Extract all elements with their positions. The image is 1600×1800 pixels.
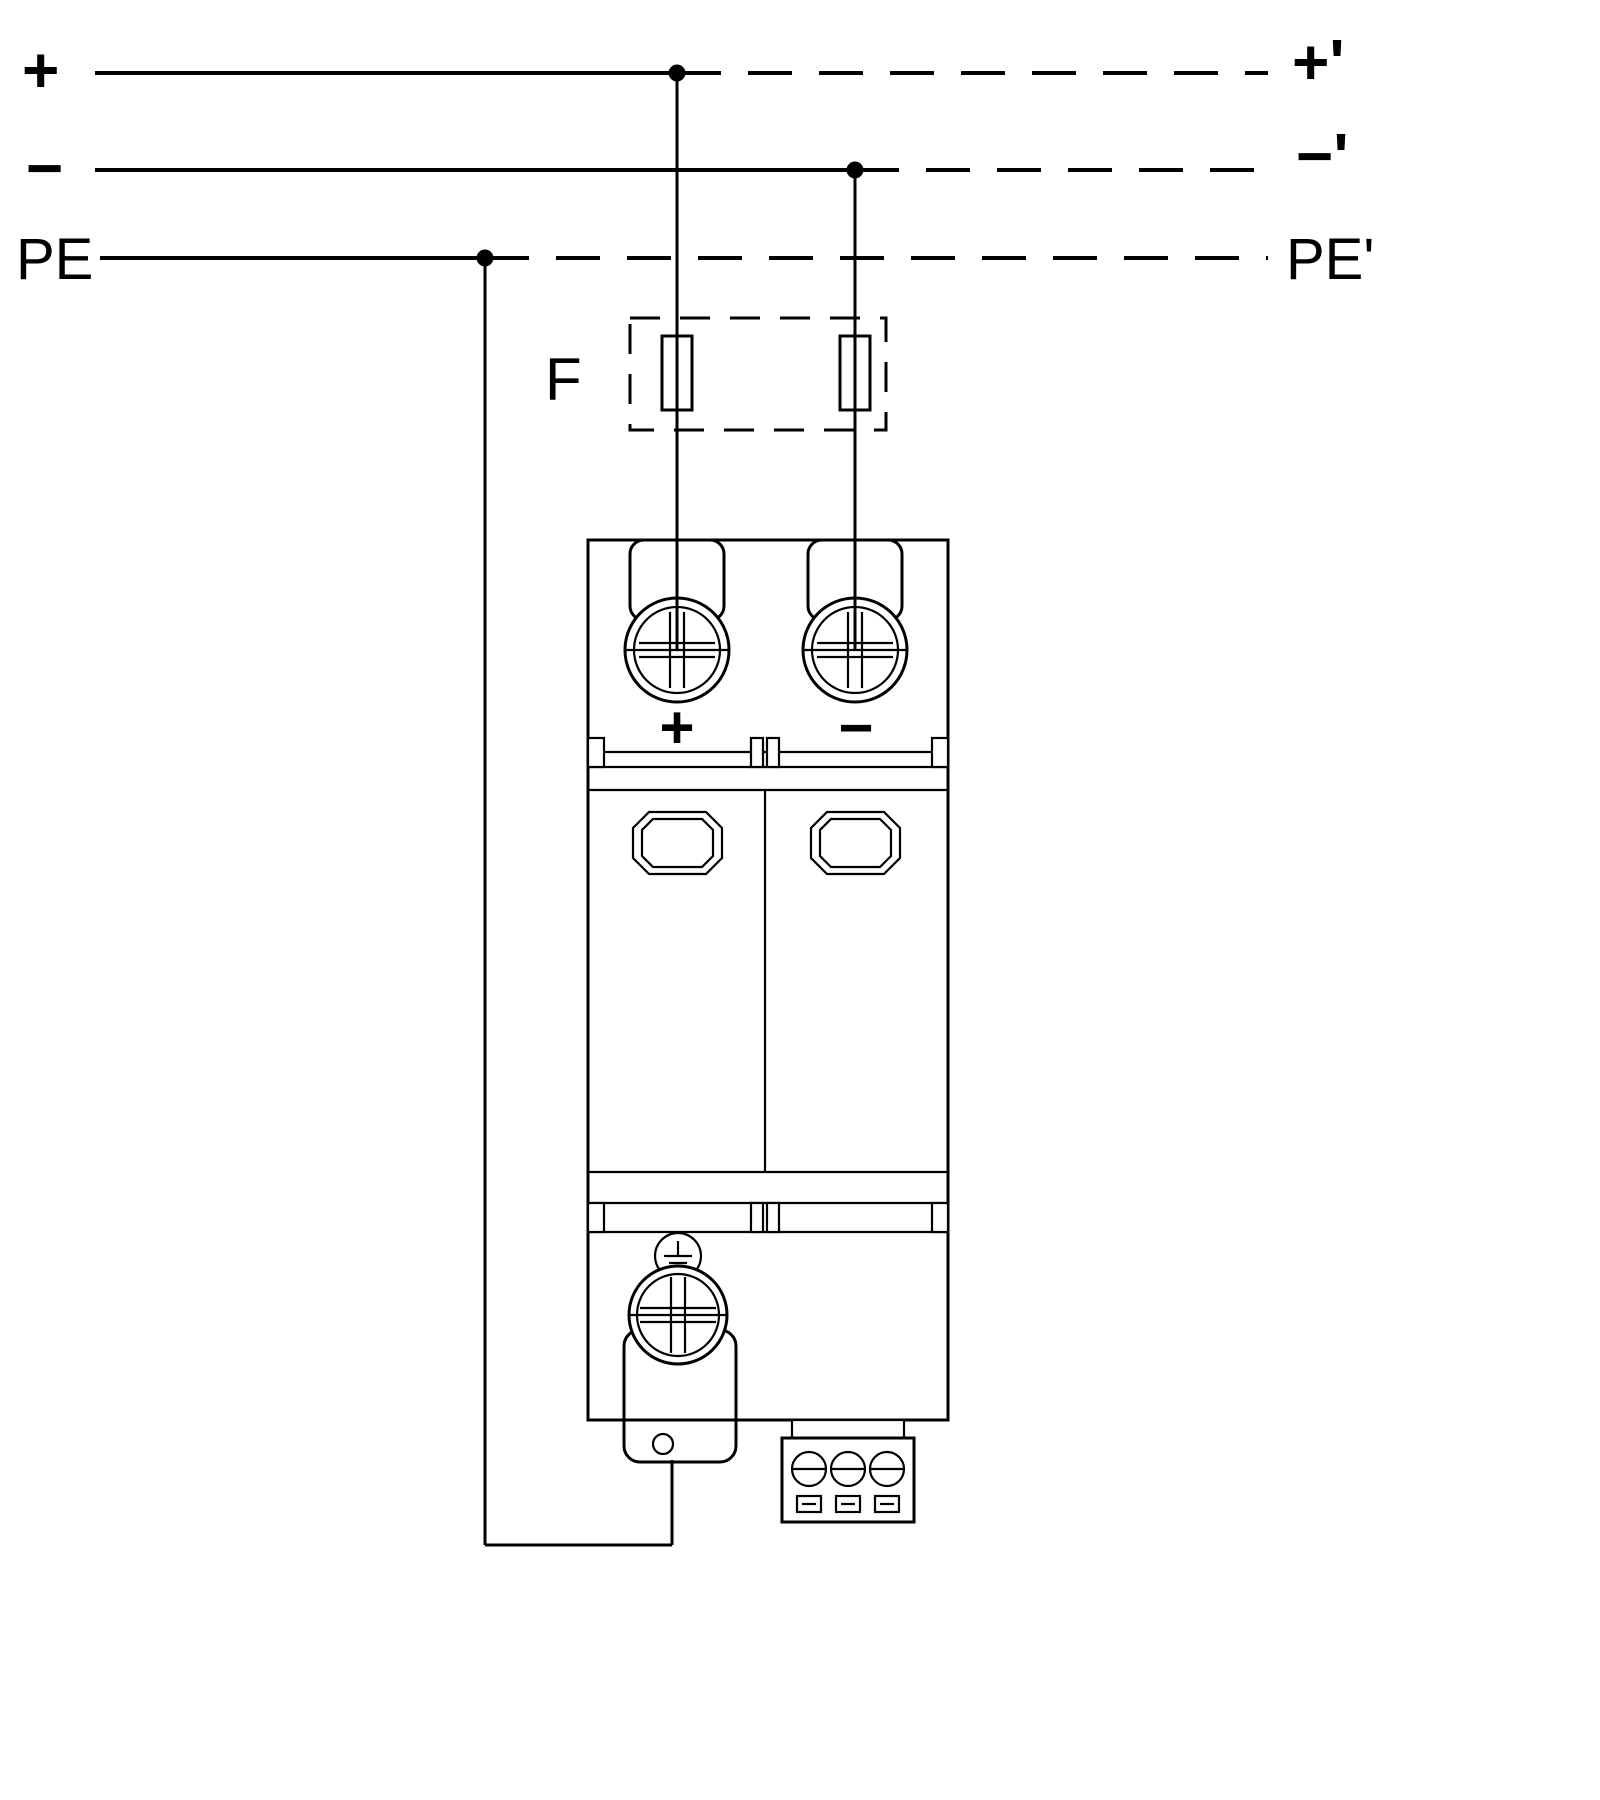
clip-notch-center-b xyxy=(765,1201,781,1234)
pe-in-label: PE xyxy=(16,227,93,292)
labels: + − PE +' −' PE' F xyxy=(16,26,1374,413)
block-lip xyxy=(790,1418,906,1440)
minus-out-label: −' xyxy=(1296,120,1349,192)
upper-seam-band xyxy=(586,736,950,792)
clip-notch-center-b xyxy=(765,736,781,769)
fuse-label: F xyxy=(545,346,582,413)
fuse-block xyxy=(628,316,888,432)
window-inner xyxy=(818,817,893,869)
fuse-boundary-dashed xyxy=(628,316,888,432)
plus-in-label: + xyxy=(22,34,59,106)
window-outer xyxy=(631,810,724,876)
clip-notch-right xyxy=(930,1201,950,1234)
device-minus-label: − xyxy=(838,694,873,761)
tab-hole xyxy=(651,1432,675,1456)
device-terminal-pe xyxy=(622,1264,738,1464)
lower-seam-band xyxy=(586,1170,950,1234)
device-plus-label: + xyxy=(659,694,694,761)
block-port-1 xyxy=(795,1494,823,1514)
minus-in-label: − xyxy=(26,132,63,204)
clip-notch-center-a xyxy=(749,1201,765,1234)
signal-terminal-block xyxy=(780,1418,916,1524)
block-body xyxy=(780,1436,916,1524)
window-outer xyxy=(809,810,902,876)
window-inner xyxy=(640,817,715,869)
spd-device: + − xyxy=(586,538,950,1524)
clip-notch-center-a xyxy=(749,736,765,769)
minus-junction-dot xyxy=(846,161,864,179)
clip-notch-left xyxy=(586,1201,606,1234)
wires xyxy=(95,64,1268,1547)
block-port-2 xyxy=(834,1494,862,1514)
block-port-3 xyxy=(873,1494,901,1514)
plus-junction-dot xyxy=(668,64,686,82)
clip-notch-left xyxy=(586,736,606,769)
status-window-plus xyxy=(631,810,724,876)
status-window-minus xyxy=(809,810,902,876)
plus-out-label: +' xyxy=(1292,26,1345,98)
pe-junction-dot xyxy=(476,249,494,267)
pe-out-label: PE' xyxy=(1286,227,1374,292)
clip-notch-right xyxy=(930,736,950,769)
